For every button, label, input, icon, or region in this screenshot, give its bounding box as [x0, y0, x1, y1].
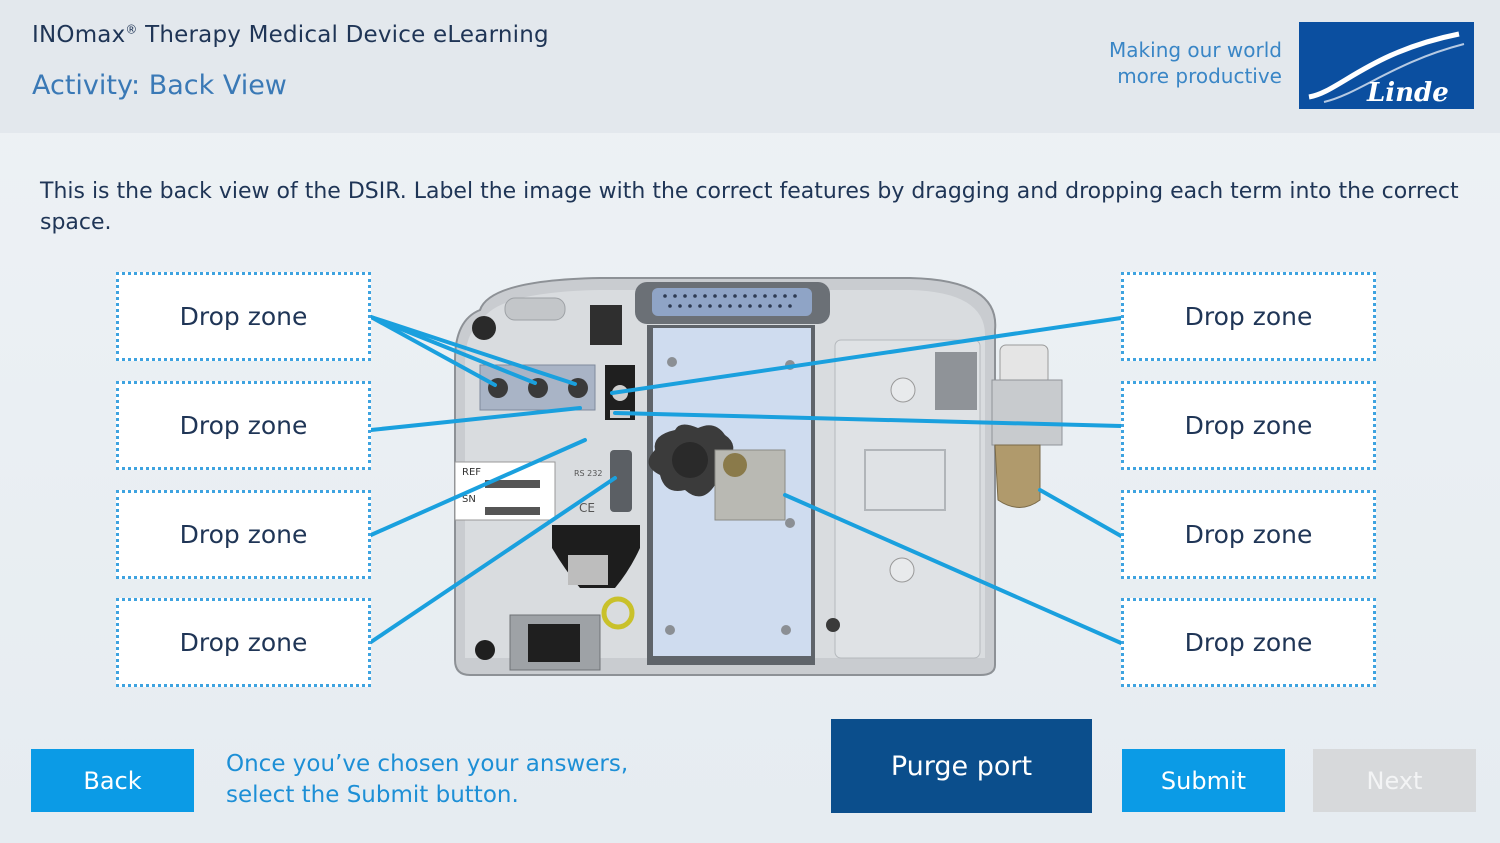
page-title: Activity: Back View	[32, 70, 287, 101]
device-back-view-image: REF SN RS 232 CE	[440, 270, 1070, 678]
back-button[interactable]: Back	[31, 749, 194, 812]
submit-hint: Once you’ve chosen your answers, select …	[226, 751, 629, 808]
ce-mark: CE	[579, 501, 595, 515]
registered-mark: ®	[125, 22, 138, 37]
brand-tagline: Making our world more productive	[1109, 38, 1282, 88]
drop-zone-right-4[interactable]: Drop zone	[1121, 598, 1376, 687]
next-button[interactable]: Next	[1313, 749, 1476, 812]
submit-button[interactable]: Submit	[1122, 749, 1285, 812]
rs232-label: RS 232	[574, 469, 602, 478]
drop-zone-left-4[interactable]: Drop zone	[116, 598, 371, 687]
ref-label: REF	[462, 467, 481, 478]
drop-zone-right-1[interactable]: Drop zone	[1121, 272, 1376, 361]
app-title: INOmax® Therapy Medical Device eLearning	[32, 22, 549, 48]
drop-zone-left-2[interactable]: Drop zone	[116, 381, 371, 470]
sn-label: SN	[462, 494, 476, 505]
draggable-term-purge-port[interactable]: Purge port	[831, 719, 1092, 813]
drop-zone-left-1[interactable]: Drop zone	[116, 272, 371, 361]
logo-wordmark: Linde	[1366, 78, 1449, 108]
drop-zone-right-2[interactable]: Drop zone	[1121, 381, 1376, 470]
drop-zone-right-3[interactable]: Drop zone	[1121, 490, 1376, 579]
linde-logo: Linde	[1299, 22, 1474, 109]
header-bar: INOmax® Therapy Medical Device eLearning…	[0, 0, 1500, 133]
drop-zone-left-3[interactable]: Drop zone	[116, 490, 371, 579]
instructions-text: This is the back view of the DSIR. Label…	[40, 179, 1459, 235]
